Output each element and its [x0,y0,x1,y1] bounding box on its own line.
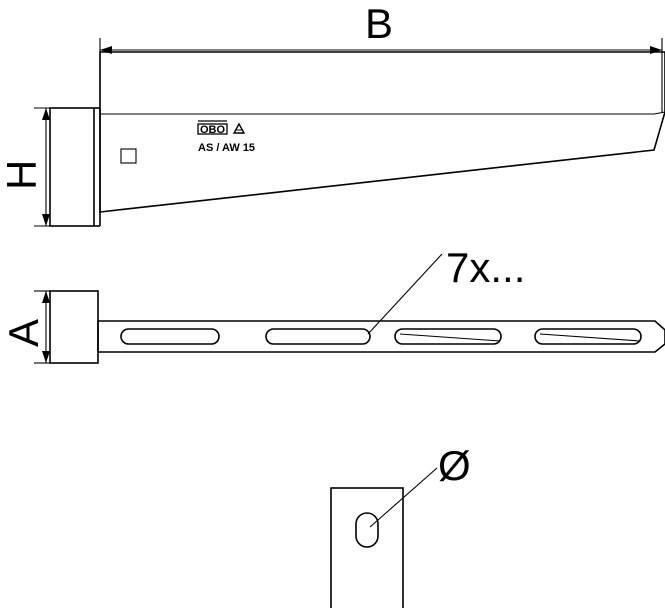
dimension-h: H [0,107,94,227]
slot [394,328,502,345]
dimension-a-label: A [0,319,47,347]
dimension-a: A [0,290,50,364]
slot-count-label: 7x... [446,244,525,291]
bracket-arm-outline [99,51,665,213]
wall-plate-front [330,487,404,608]
wall-plate-detail: Ø [330,442,471,608]
keyhole-slot [355,512,379,548]
bracket-arm-top [97,320,665,353]
wall-plate [49,107,95,227]
hole-diameter-label: Ø [438,442,471,489]
slot [265,328,371,345]
model-marking: AS / AW 15 [198,142,255,154]
slot-count-callout: 7x... [367,244,525,335]
slot [534,328,642,345]
dimension-h-label: H [0,160,45,190]
wall-plate-top [49,290,99,364]
slot [120,328,220,345]
dimension-b-label: B [365,0,393,47]
svg-text:OBO: OBO [200,124,226,136]
obo-logo-icon: OBO [197,120,246,136]
side-elevation-view: OBO AS / AW 15 [49,51,665,227]
dimension-b: B [99,0,663,112]
top-view [49,290,665,364]
square-hole [120,148,137,164]
